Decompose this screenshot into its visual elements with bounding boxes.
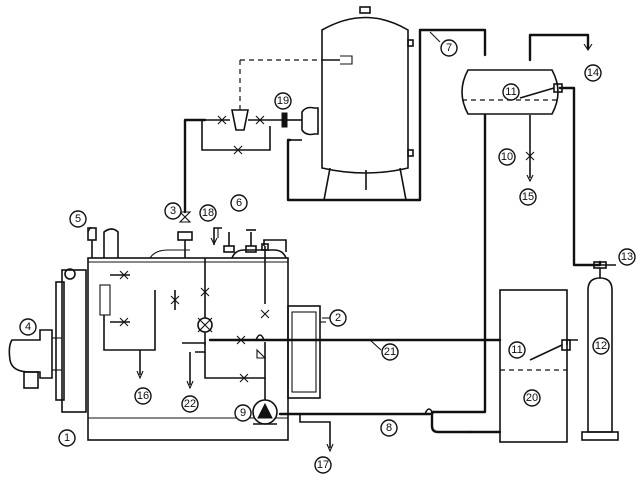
callout-3: 3 (164, 202, 182, 220)
svg-text:14: 14 (587, 67, 599, 79)
burner-fan (8, 329, 53, 379)
pipe-network (183, 28, 616, 453)
callout-9: 9 (234, 404, 252, 422)
boiler-internals (99, 258, 267, 390)
chemical-cylinder (581, 268, 619, 441)
svg-text:4: 4 (25, 321, 31, 333)
rear-door-box (287, 305, 321, 399)
svg-text:9: 9 (240, 407, 246, 419)
svg-text:21: 21 (384, 346, 396, 358)
injector (301, 106, 319, 136)
level-gauge (99, 284, 111, 316)
svg-text:11: 11 (505, 86, 516, 98)
boiler-dome (231, 249, 287, 259)
svg-text:1: 1 (64, 432, 70, 444)
steam-vessel-shell (321, 16, 409, 174)
svg-text:10: 10 (501, 151, 513, 163)
callout-1: 1 (58, 429, 76, 447)
cylinder-body (587, 277, 613, 433)
callout-8: 8 (380, 419, 398, 437)
svg-text:12: 12 (595, 340, 607, 352)
callout-12: 12 (592, 337, 610, 355)
svg-text:8: 8 (386, 422, 392, 434)
callout-20: 20 (523, 389, 541, 407)
callout-21: 21 (381, 343, 399, 361)
svg-text:22: 22 (184, 398, 196, 410)
callouts: 1 2 3 4 5 6 7 8 9 10 11 11 12 13 14 15 1… (19, 39, 636, 474)
feedwater-tank (499, 289, 571, 443)
callout-4: 4 (19, 318, 37, 336)
svg-text:15: 15 (522, 191, 534, 203)
callout-11-feed-tank: 11 (508, 341, 526, 359)
svg-text:7: 7 (446, 42, 452, 54)
callout-13: 13 (618, 248, 636, 266)
burner (8, 268, 87, 413)
flash-tank-shell (461, 69, 559, 115)
feed-pump (252, 399, 278, 425)
callout-10: 10 (498, 148, 516, 166)
svg-text:20: 20 (526, 392, 538, 404)
callout-6: 6 (230, 194, 248, 212)
svg-text:2: 2 (335, 312, 341, 324)
main-steam-valve (178, 211, 192, 223)
svg-text:6: 6 (236, 197, 242, 209)
svg-text:13: 13 (621, 251, 633, 263)
feedwater-line-10 (430, 113, 487, 434)
svg-text:11: 11 (511, 344, 522, 356)
leader-lines (87, 31, 441, 351)
svg-text:18: 18 (202, 207, 214, 219)
callout-18: 18 (199, 204, 217, 222)
boiler-top-fittings (87, 211, 287, 258)
rear-door (287, 305, 326, 399)
svg-text:5: 5 (75, 213, 81, 225)
callout-22: 22 (181, 395, 199, 413)
pressure-reducing-valve (231, 109, 249, 131)
svg-text:19: 19 (277, 95, 289, 107)
callout-17: 17 (314, 456, 332, 474)
callout-14: 14 (584, 64, 602, 82)
callout-7: 7 (440, 39, 458, 57)
callout-16: 16 (134, 387, 152, 405)
callout-15: 15 (519, 188, 537, 206)
callout-2: 2 (329, 309, 347, 327)
feedwater-tank-shell (499, 289, 568, 443)
svg-text:3: 3 (170, 205, 176, 217)
steam-vessel (301, 6, 414, 201)
callout-11-flash-tank: 11 (502, 83, 520, 101)
burner-plate (61, 269, 87, 413)
callout-19: 19 (274, 92, 292, 110)
callout-5: 5 (69, 210, 87, 228)
svg-text:16: 16 (137, 390, 149, 402)
svg-text:17: 17 (317, 459, 329, 471)
